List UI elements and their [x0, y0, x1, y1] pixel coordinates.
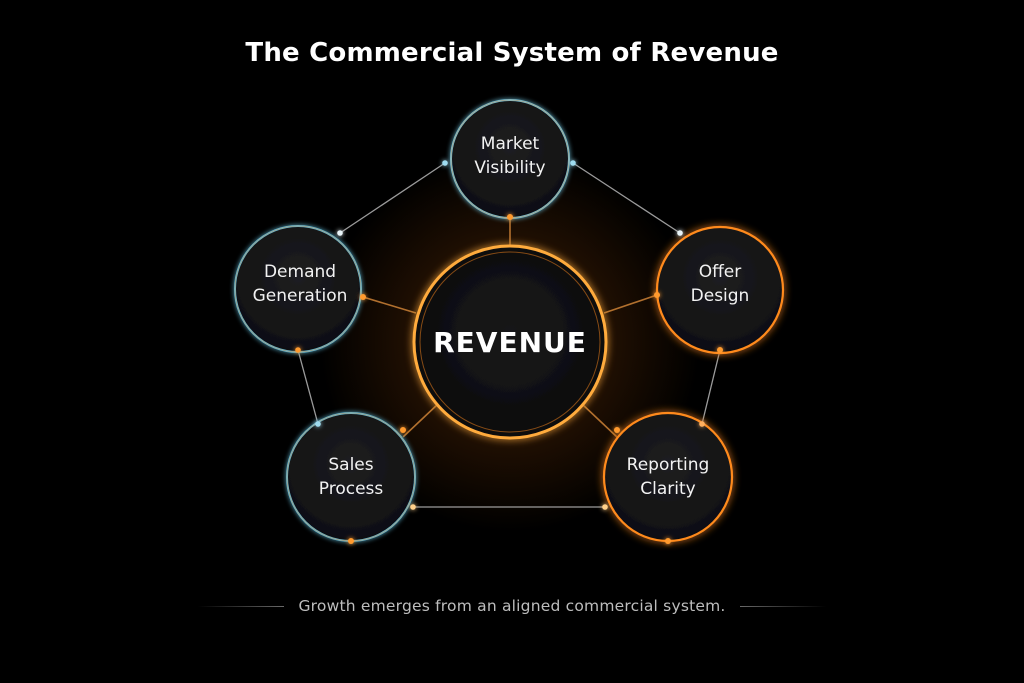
footer-tagline: Growth emerges from an aligned commercia…: [298, 597, 726, 615]
node-market-visibility: Market Visibility: [450, 99, 570, 219]
node-label-line-1: Market: [481, 134, 540, 154]
page-title: The Commercial System of Revenue: [245, 38, 779, 68]
spoke-demand: [362, 296, 417, 314]
spoke-offer: [603, 294, 658, 314]
connector-market-offer: [572, 162, 681, 234]
dot: [507, 214, 513, 220]
node-label-line-1: Sales: [328, 455, 373, 475]
node-label-line-1: Reporting: [627, 455, 710, 475]
dot: [614, 427, 620, 433]
outer-connectors: [297, 162, 721, 508]
dot: [699, 421, 705, 427]
node-offer-design: Offer Design: [655, 225, 785, 355]
node-sales-process: Sales Process: [286, 412, 416, 542]
node-label-line-2: Process: [319, 479, 384, 499]
dot: [677, 230, 683, 236]
center-label: REVENUE: [433, 326, 587, 359]
spoke-reporting: [581, 403, 618, 438]
footer-divider-left: [198, 605, 285, 607]
dot: [654, 292, 660, 298]
dot: [717, 347, 723, 353]
dot: [348, 538, 354, 544]
node-label-line-2: Design: [691, 286, 750, 306]
connector-offer-reporting: [701, 349, 721, 425]
dot: [442, 160, 448, 166]
node-label-line-2: Generation: [253, 286, 348, 306]
spoke-sales: [402, 403, 439, 438]
dot: [665, 538, 671, 544]
dot: [400, 427, 406, 433]
dot: [337, 230, 343, 236]
dot: [360, 294, 366, 300]
dot: [570, 160, 576, 166]
connector-dots: [295, 160, 723, 544]
center-node-revenue: REVENUE: [412, 244, 608, 440]
footer-divider-right: [739, 605, 826, 607]
node-label-line-1: Offer: [699, 262, 742, 282]
node-label-line-2: Clarity: [640, 479, 695, 499]
dot: [295, 347, 301, 353]
node-reporting-clarity: Reporting Clarity: [602, 411, 734, 543]
dot: [410, 504, 416, 510]
spokes: [362, 217, 658, 438]
dot: [315, 421, 321, 427]
connector-market-demand: [339, 162, 446, 234]
footer: Growth emerges from an aligned commercia…: [0, 597, 1024, 615]
node-demand-generation: Demand Generation: [234, 225, 362, 353]
dot: [602, 504, 608, 510]
node-label-line-1: Demand: [264, 262, 336, 282]
connector-sales-demand: [297, 349, 319, 425]
node-label-line-2: Visibility: [474, 158, 545, 178]
